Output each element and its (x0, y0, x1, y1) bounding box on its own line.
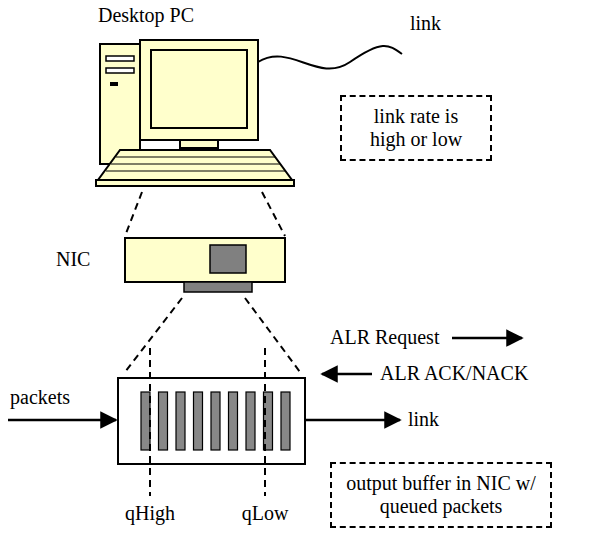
packet (246, 392, 255, 450)
pc-tower (100, 44, 140, 164)
alr-request-label: ALR Request (330, 326, 439, 349)
pc-keyboard (96, 150, 294, 186)
note-box: output buffer in NIC w/ queued packets (330, 462, 552, 528)
packet (194, 392, 203, 450)
alr-ack-label: ALR ACK/NACK (380, 362, 528, 385)
nic-label: NIC (56, 248, 90, 271)
packet (211, 392, 220, 450)
link-label: link (410, 12, 441, 35)
packets-arrow (8, 419, 116, 422)
qlow-threshold (264, 348, 266, 496)
packet (281, 392, 290, 450)
output-buffer (118, 378, 305, 464)
link-wire (258, 46, 402, 69)
note-text: link rate is high or low (356, 105, 476, 151)
packet (229, 392, 238, 450)
note-box: link rate is high or low (340, 95, 492, 161)
request-arrow (452, 337, 522, 340)
pc-monitor (140, 40, 258, 148)
packet (176, 392, 185, 450)
threshold-label: qHigh (125, 502, 175, 525)
link-arrow (305, 419, 400, 422)
device-title: Desktop PC (98, 4, 194, 27)
nic-card (125, 238, 285, 292)
packet (141, 392, 150, 450)
queued-packets (141, 392, 290, 450)
qhigh-threshold (149, 348, 151, 496)
packet (159, 392, 168, 450)
note-text: output buffer in NIC w/ queued packets (346, 472, 536, 518)
link-label: link (408, 408, 439, 431)
packets-label: packets (10, 386, 70, 409)
ack-arrow (322, 373, 372, 376)
threshold-label: qLow (242, 502, 289, 525)
zoom-lines (125, 192, 300, 372)
